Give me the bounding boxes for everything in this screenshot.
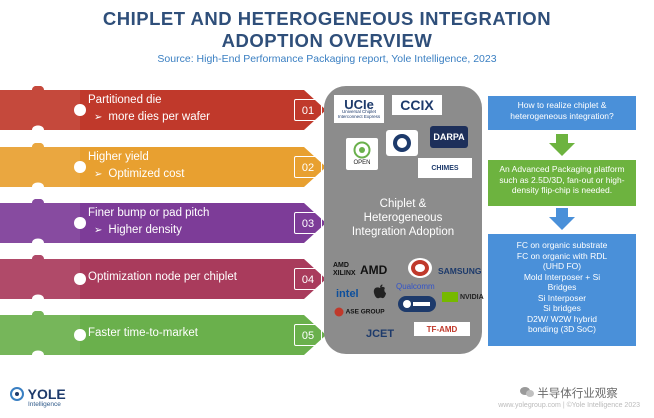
platform-item: Bridges <box>547 282 577 292</box>
benefit-row-5: Faster time-to-market 05 <box>0 311 330 359</box>
benefit-detail: ➢Higher density <box>94 224 182 236</box>
benefit-row-4: Optimization node per chiplet 04 <box>0 255 330 303</box>
benefit-number: 04 <box>294 268 322 290</box>
answer-box: An Advanced Packaging platform such as 2… <box>488 160 636 206</box>
benefit-title: Faster time-to-market <box>88 327 198 339</box>
ucie-logo: UCIe Universal Chiplet Interconnect Expr… <box>334 95 384 123</box>
title-line-1: CHIPLET AND HETEROGENEOUS INTEGRATION <box>102 8 552 29</box>
footer-url: www.yolegroup.com | ©Yole Intelligence 2… <box>498 402 640 409</box>
benefit-title: Optimization node per chiplet <box>88 271 237 283</box>
tf-amd-logo: TF-AMD <box>414 322 470 336</box>
question-box: How to realize chiplet & heterogeneous i… <box>488 96 636 130</box>
qualcomm-logo: Qualcomm <box>396 282 435 291</box>
benefit-title: Partitioned die <box>88 94 162 106</box>
title-line-2: ADOPTION OVERVIEW <box>221 30 433 51</box>
chevron-icon: ➢ <box>94 112 103 123</box>
platform-item: (UHD FO) <box>542 261 582 271</box>
puzzle-band <box>0 255 326 299</box>
benefit-detail: ➢Optimized cost <box>94 168 185 180</box>
puzzle-band <box>0 199 326 243</box>
ccix-logo: CCIX <box>392 95 442 115</box>
puzzle-band <box>0 143 326 187</box>
down-arrow-1 <box>549 134 575 156</box>
platform-item: FC on organic substrate <box>516 240 608 250</box>
tsmc-seal-logo <box>408 258 432 278</box>
benefit-number: 01 <box>294 99 322 121</box>
benefit-row-3: Finer bump or pad pitch ➢Higher density 03 <box>0 199 330 247</box>
benefit-row-1: Partitioned die ➢more dies per wafer 01 <box>0 86 330 134</box>
consortium-seal-logo <box>386 130 418 156</box>
consortium-badge-logo <box>398 296 436 312</box>
platform-item: Si Interposer <box>537 292 587 303</box>
benefit-title: Higher yield <box>88 151 149 163</box>
down-arrow-2 <box>549 208 575 230</box>
nvidia-logo: NVIDIA <box>442 292 484 302</box>
hub-label: Chiplet & Heterogeneous Integration Adop… <box>351 198 455 238</box>
wechat-watermark: 半导体行业观察 <box>520 385 618 401</box>
samsung-logo: SAMSUNG <box>438 266 482 276</box>
platform-item: Mold Interposer + Si <box>523 271 601 282</box>
benefit-number: 02 <box>294 156 322 178</box>
jcet-logo: JCET <box>366 328 395 340</box>
puzzle-band <box>0 86 326 130</box>
benefit-number: 03 <box>294 212 322 234</box>
amd-logo: AMD <box>360 263 388 277</box>
chimes-logo: CHIMES <box>418 158 472 178</box>
yole-logo: YOLE <box>10 386 66 402</box>
chevron-icon: ➢ <box>94 169 103 180</box>
benefit-row-2: Higher yield ➢Optimized cost 02 <box>0 143 330 191</box>
platform-item: D2W/ W2W hybrid <box>527 313 597 324</box>
benefit-number: 05 <box>294 324 322 346</box>
open-logo: OPEN <box>346 138 378 170</box>
platform-item: bonding (3D SoC) <box>527 324 597 334</box>
chevron-icon: ➢ <box>94 225 103 236</box>
darpa-logo: DARPA <box>430 126 468 148</box>
platform-item: Si bridges <box>543 303 581 313</box>
puzzle-band <box>0 311 326 355</box>
yole-logo-sub: Intelligence <box>28 401 61 408</box>
ase-group-logo: ASE GROUP <box>334 307 385 317</box>
benefit-title: Finer bump or pad pitch <box>88 207 210 219</box>
intel-logo: intel <box>336 288 359 300</box>
benefit-detail: ➢more dies per wafer <box>94 111 211 123</box>
apple-icon <box>373 284 387 303</box>
source-text: Source: High-End Performance Packaging r… <box>157 53 497 65</box>
platform-item: FC on organic with RDL <box>516 250 608 261</box>
